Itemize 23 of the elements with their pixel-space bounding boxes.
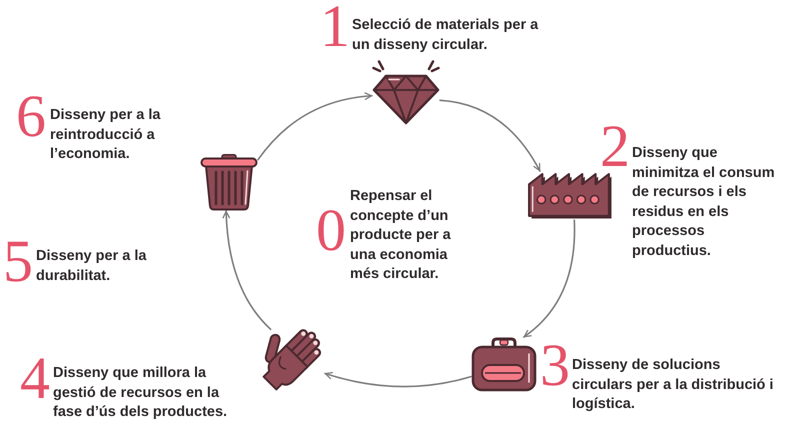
step-number: 1 — [320, 4, 350, 49]
curved-arrow — [439, 100, 541, 172]
step-number: 0 — [316, 208, 346, 253]
curved-arrow — [222, 210, 272, 330]
step-number: 5 — [3, 239, 33, 284]
step-description: Disseny que millora la gestió de recursos en la fase d’ús dels productes. — [53, 364, 228, 422]
suitcase-icon — [471, 337, 537, 392]
step-number: 4 — [20, 356, 50, 401]
step-number: 2 — [600, 124, 630, 169]
step-description: Repensar el concepte d’un producte per a una economia més circular. — [350, 187, 452, 284]
step-number: 6 — [16, 94, 46, 139]
gem-icon — [372, 60, 440, 125]
step-description: Disseny que minimitza el consum de recursos i els residus en els processos productius. — [632, 144, 776, 260]
step-description: Selecció de materials per a un disseny circular. — [352, 16, 540, 54]
curved-arrow — [257, 92, 373, 160]
trash-can-icon — [200, 154, 258, 211]
step-description: Disseny de solucions circulars per a la distribució i logística. — [572, 356, 774, 414]
factory-icon — [527, 171, 613, 220]
step-number: 3 — [540, 343, 570, 388]
step-description: Disseny per a la reintroducció a l’economia. — [50, 106, 162, 164]
step-description: Disseny per a la durabilitat. — [36, 247, 148, 286]
curved-arrow — [324, 372, 472, 388]
curved-arrow — [523, 219, 576, 338]
